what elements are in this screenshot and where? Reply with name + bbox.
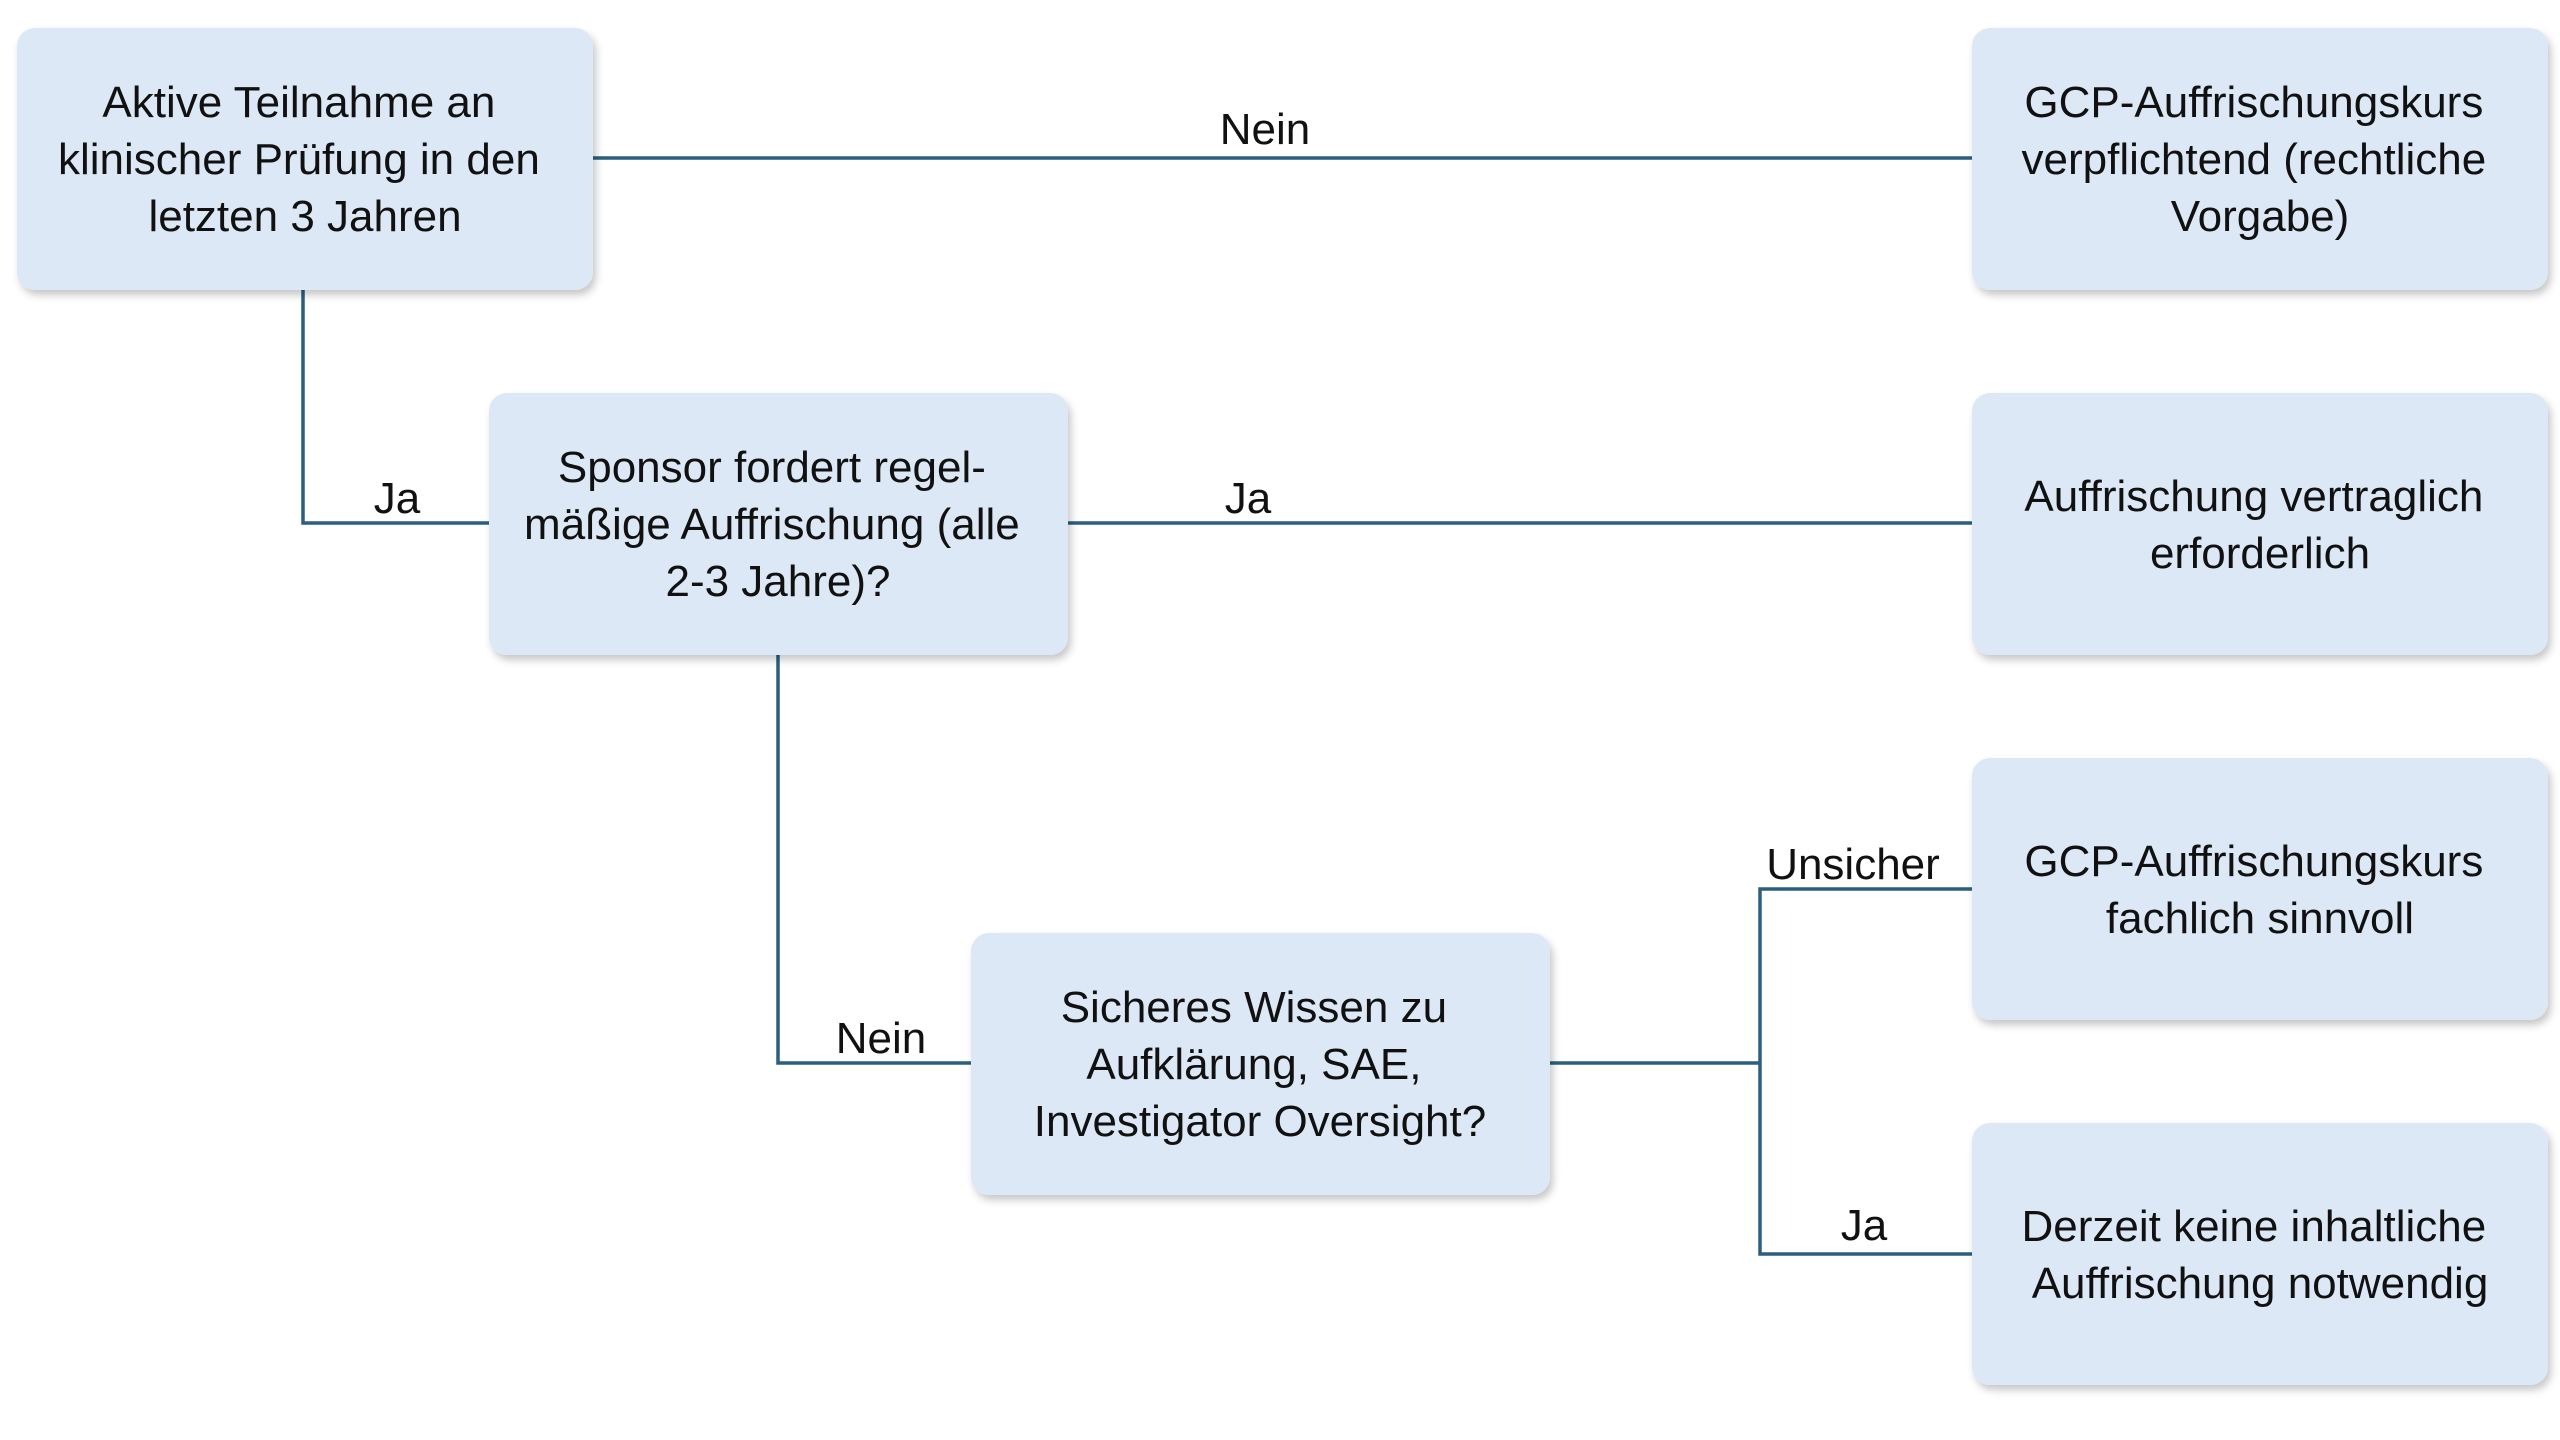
edge-label-active-to-mandatory: Nein <box>1220 105 1311 154</box>
node-line: verpflichtend (rechtliche <box>2022 135 2487 184</box>
node-line: erforderlich <box>2150 529 2370 578</box>
node-line: letzten 3 Jahren <box>148 192 461 241</box>
edge-label-active-to-sponsor: Ja <box>374 474 421 523</box>
node-active-participation: Aktive Teilnahme an klinischer Prüfung i… <box>17 28 593 290</box>
node-secure-knowledge: Sicheres Wissen zu Aufklärung, SAE, Inve… <box>971 933 1550 1195</box>
svg-text:GCP-Auffrischungskurs fa: GCP-Auffrischungskurs fachlich sinnvoll <box>2024 837 2495 943</box>
connectors <box>301 156 1972 1256</box>
connector-sponsor-to-knowledge <box>776 655 971 1065</box>
node-line: Sponsor fordert regel- <box>558 443 986 492</box>
node-sponsor-requires: Sponsor fordert regel- mäßige Auffrischu… <box>489 393 1068 655</box>
node-line: 2-3 Jahre)? <box>665 557 890 606</box>
edge-labels: Nein Ja Ja Nein Unsicher Ja <box>374 105 1940 1250</box>
svg-text:Sicheres Wissen zu Aufkl: Sicheres Wissen zu Aufklärung, SAE, Inve… <box>1034 983 1486 1146</box>
node-line: mäßige Auffrischung (alle <box>524 500 1020 549</box>
node-gcp-advisable: GCP-Auffrischungskurs fachlich sinnvoll <box>1972 758 2548 1020</box>
edge-label-sponsor-to-contractual: Ja <box>1225 474 1272 523</box>
connector-active-to-sponsor <box>301 290 489 525</box>
svg-text:Auffrischung vertraglich: Auffrischung vertraglich erforderlich <box>2024 472 2495 578</box>
node-line: Auffrischung notwendig <box>2032 1259 2489 1308</box>
node-line: GCP-Auffrischungskurs <box>2024 78 2483 127</box>
svg-text:Derzeit keine inhaltliche: Derzeit keine inhaltliche Auffrischung n… <box>2022 1202 2499 1308</box>
svg-text:GCP-Auffrischungskurs ve: GCP-Auffrischungskurs verpflichtend (rec… <box>2022 78 2499 241</box>
node-contractual: Auffrischung vertraglich erforderlich <box>1972 393 2548 655</box>
node-no-refresher: Derzeit keine inhaltliche Auffrischung n… <box>1972 1123 2548 1385</box>
svg-text:Aktive Teilnahme an klin: Aktive Teilnahme an klinischer Prüfung i… <box>58 78 552 241</box>
node-line: Investigator Oversight? <box>1034 1097 1486 1146</box>
connector-knowledge-to-advisable <box>1758 887 1972 1063</box>
node-line: Derzeit keine inhaltliche <box>2022 1202 2487 1251</box>
svg-text:Sponsor fordert regel- m: Sponsor fordert regel- mäßige Auffrischu… <box>524 443 1032 606</box>
node-line: Vorgabe) <box>2171 192 2350 241</box>
node-line: Sicheres Wissen zu <box>1061 983 1447 1032</box>
node-gcp-mandatory: GCP-Auffrischungskurs verpflichtend (rec… <box>1972 28 2548 290</box>
edge-label-knowledge-to-none: Ja <box>1841 1201 1888 1250</box>
node-line: Auffrischung vertraglich <box>2024 472 2483 521</box>
edge-label-sponsor-to-knowledge: Nein <box>836 1014 927 1063</box>
edge-label-knowledge-to-advisable: Unsicher <box>1766 840 1940 889</box>
node-line: klinischer Prüfung in den <box>58 135 540 184</box>
connector-knowledge-to-none <box>1758 1063 1972 1256</box>
node-line: Aktive Teilnahme an <box>102 78 495 127</box>
node-line: GCP-Auffrischungskurs <box>2024 837 2483 886</box>
node-line: Aufklärung, SAE, <box>1086 1040 1421 1089</box>
node-line: fachlich sinnvoll <box>2106 894 2414 943</box>
